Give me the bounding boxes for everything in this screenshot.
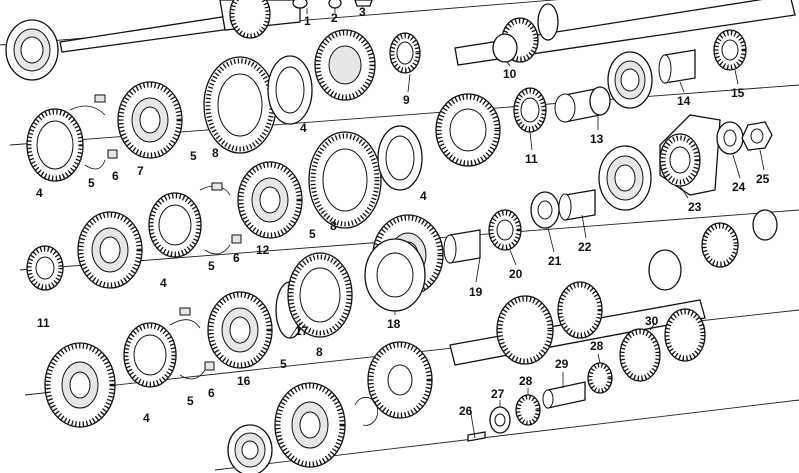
countershaft bbox=[449, 209, 778, 366]
needle-bearing-part-11-row3 bbox=[26, 245, 64, 291]
callout-5: 5 bbox=[309, 227, 316, 241]
main-shaft-top bbox=[59, 0, 796, 66]
callout-7: 7 bbox=[137, 164, 144, 178]
washer-part-2 bbox=[328, 0, 342, 9]
ring-part-21 bbox=[530, 191, 560, 229]
gear-row5-center bbox=[367, 341, 433, 419]
gear-row3-left bbox=[77, 211, 143, 289]
callout-8: 8 bbox=[330, 219, 337, 233]
ball-bearing-row2-right bbox=[607, 51, 653, 109]
callout-1: 1 bbox=[304, 14, 311, 28]
callout-4: 4 bbox=[143, 411, 150, 425]
washer-part-27 bbox=[489, 406, 511, 434]
callout-29: 29 bbox=[555, 357, 569, 371]
callout-15: 15 bbox=[731, 86, 745, 100]
circlip-row5 bbox=[354, 396, 379, 426]
synchro-hub-row2 bbox=[117, 81, 183, 159]
bushing-part-14 bbox=[658, 49, 696, 84]
callout-13: 13 bbox=[590, 132, 604, 146]
pin-part-26 bbox=[467, 431, 486, 442]
washer-part-24 bbox=[716, 121, 744, 155]
ball-bearing-row3-right bbox=[598, 145, 652, 211]
callout-30: 30 bbox=[645, 314, 659, 328]
spring-clip-row2 bbox=[69, 94, 118, 170]
callout-28: 28 bbox=[519, 374, 533, 388]
ball-bearing-bottom-left bbox=[227, 424, 273, 473]
synchro-ring-row3-right bbox=[377, 125, 423, 191]
callout-5: 5 bbox=[208, 259, 215, 273]
callout-5: 5 bbox=[190, 149, 197, 163]
nut-part-25 bbox=[741, 121, 773, 151]
callout-10: 10 bbox=[503, 67, 517, 81]
sleeve-part-22 bbox=[558, 189, 596, 221]
gear-part-11-row2 bbox=[435, 93, 501, 167]
callout-23: 23 bbox=[688, 200, 702, 214]
callout-12: 12 bbox=[256, 243, 270, 257]
callout-3: 3 bbox=[359, 5, 366, 19]
callout-28: 28 bbox=[590, 339, 604, 353]
needle-bearing-part-28-right bbox=[587, 362, 613, 394]
callout-8: 8 bbox=[212, 146, 219, 160]
callout-9: 9 bbox=[403, 93, 410, 107]
callout-18: 18 bbox=[387, 317, 401, 331]
callout-17: 17 bbox=[295, 324, 309, 338]
callout-6: 6 bbox=[112, 169, 119, 183]
reverse-gear-part-30 bbox=[619, 308, 706, 382]
callout-14: 14 bbox=[677, 94, 691, 108]
callout-4: 4 bbox=[36, 186, 43, 200]
spacer-part-10 bbox=[492, 33, 518, 63]
needle-bearing-part-28-left bbox=[515, 394, 541, 426]
callout-8: 8 bbox=[316, 345, 323, 359]
needle-bearing-part-20 bbox=[488, 209, 522, 251]
synchro-ring-row4 bbox=[123, 322, 177, 388]
callout-24: 24 bbox=[732, 180, 746, 194]
synchro-ring-left-row2 bbox=[26, 108, 84, 182]
callout-22: 22 bbox=[578, 240, 592, 254]
callout-26: 26 bbox=[459, 404, 473, 418]
needle-bearing-part-9 bbox=[389, 32, 421, 74]
synchro-hub-part-12 bbox=[237, 161, 303, 239]
callout-2: 2 bbox=[331, 11, 338, 25]
spring-clip-row3 bbox=[199, 182, 242, 255]
gear-row4-left bbox=[44, 342, 116, 428]
callout-16: 16 bbox=[237, 374, 251, 388]
callout-6: 6 bbox=[208, 386, 215, 400]
sleeve-part-8-row3 bbox=[308, 131, 382, 229]
callout-11: 11 bbox=[37, 316, 50, 330]
callout-labels: 1 2 3 4 4 4 4 4 5 5 5 5 5 5 6 6 6 7 8 8 … bbox=[36, 5, 770, 425]
gear-part-18 bbox=[364, 238, 426, 312]
bushing-part-19 bbox=[443, 229, 481, 264]
callout-5: 5 bbox=[88, 176, 95, 190]
nut-part-3 bbox=[354, 0, 373, 7]
sleeve-part-8-row4 bbox=[287, 252, 353, 338]
synchro-ring-row2-right bbox=[267, 55, 313, 125]
output-flange-part-23 bbox=[659, 114, 721, 196]
gear-row2-center bbox=[314, 29, 376, 101]
gear-row5-left bbox=[274, 382, 346, 468]
shaft-part-29 bbox=[542, 381, 586, 409]
synchro-hub-part-16 bbox=[207, 291, 273, 369]
callout-5: 5 bbox=[187, 394, 194, 408]
callout-21: 21 bbox=[548, 254, 562, 268]
callout-27: 27 bbox=[491, 387, 505, 401]
callout-5: 5 bbox=[280, 357, 287, 371]
spring-clip-row4 bbox=[169, 307, 215, 380]
callout-25: 25 bbox=[756, 172, 770, 186]
needle-bearing-part-15 bbox=[713, 29, 747, 71]
callout-19: 19 bbox=[469, 285, 483, 299]
ball-bearing-top-left bbox=[5, 19, 59, 81]
callout-6: 6 bbox=[233, 251, 240, 265]
callout-4: 4 bbox=[160, 276, 167, 290]
leader-lines bbox=[289, 8, 765, 439]
sleeve-part-13 bbox=[554, 86, 611, 123]
callout-20: 20 bbox=[509, 267, 523, 281]
needle-bearing-part-11 bbox=[513, 87, 547, 133]
synchro-ring-row3 bbox=[148, 192, 202, 258]
callout-11: 11 bbox=[525, 152, 538, 166]
sleeve-part-8-row2 bbox=[203, 56, 277, 154]
callout-4: 4 bbox=[300, 121, 307, 135]
circlip-part-1 bbox=[292, 0, 308, 9]
callout-4: 4 bbox=[420, 189, 427, 203]
